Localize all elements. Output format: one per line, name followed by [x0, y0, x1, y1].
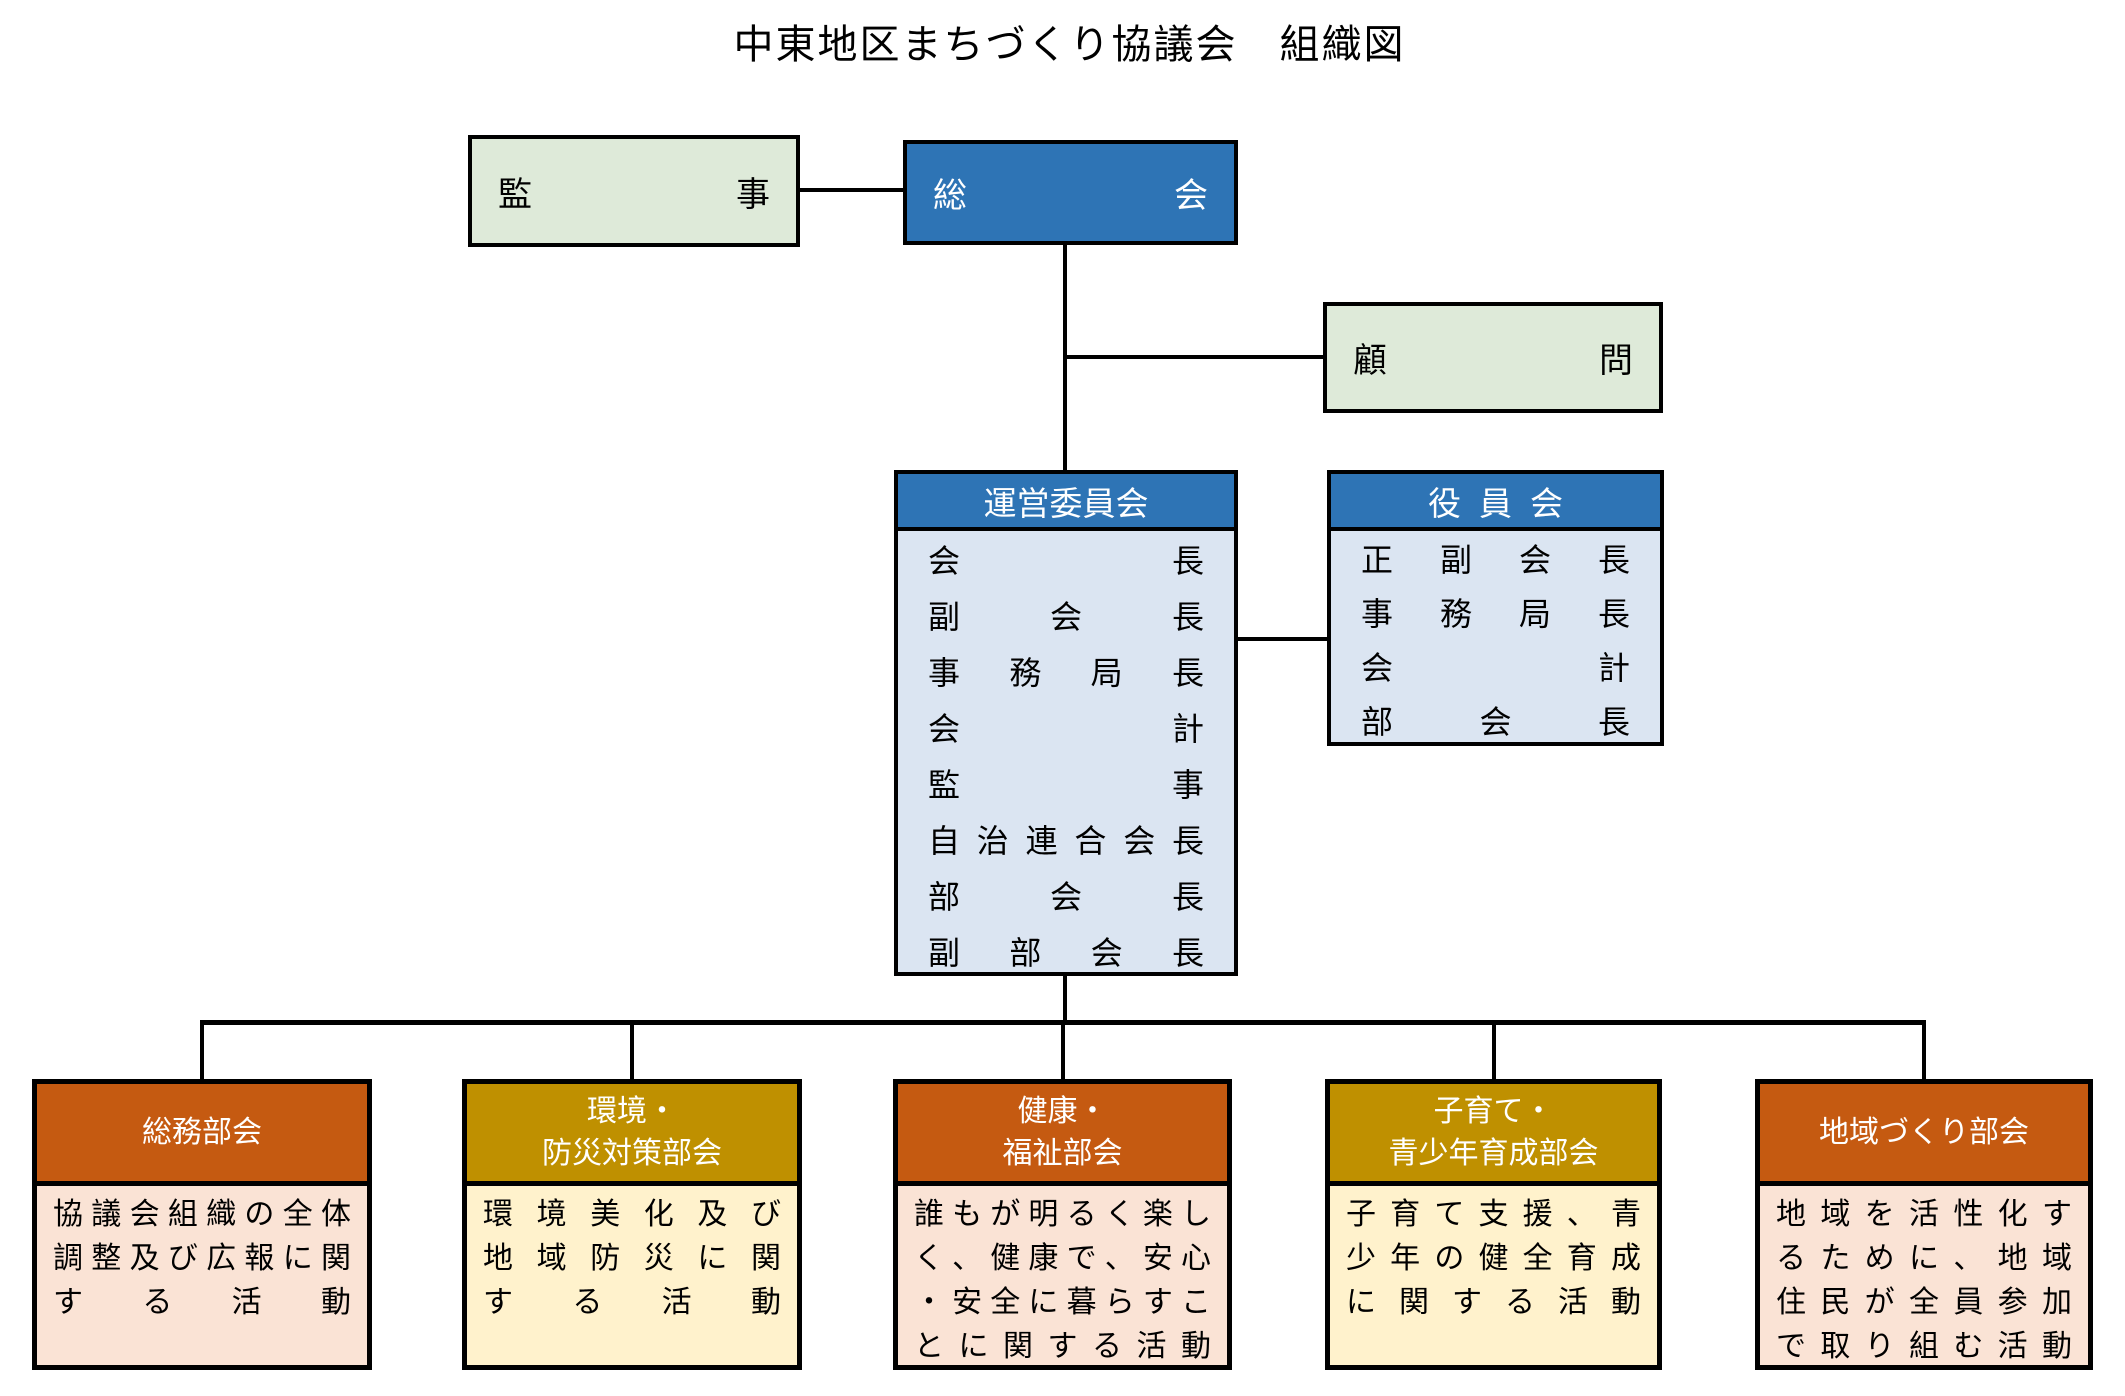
- desc-line: とに関する活動: [914, 1330, 1211, 1363]
- subcommittee-soumu-title: 総務部会: [37, 1084, 367, 1186]
- connector-drop-soumu: [200, 1022, 204, 1079]
- subcommittee-chiiki-title: 地域づくり部会: [1760, 1084, 2088, 1186]
- yakuin-member: 正副会長: [1361, 542, 1630, 578]
- subcommittee-soumu: 総務部会 協議会組織の全体 調整及び広報に関 する活動: [32, 1079, 372, 1370]
- unei-member: 会計: [928, 711, 1204, 747]
- subcommittee-kosodate: 子育て・ 青少年育成部会 子育て支援、青 少年の健全育成 に関する活動: [1325, 1079, 1662, 1370]
- yakuin-member: 会計: [1361, 650, 1630, 686]
- desc-line: 地域防災に関: [483, 1242, 781, 1275]
- subcommittee-chiiki: 地域づくり部会 地域を活性化す るために、地域 住民が全員参加 で取り組む活動: [1755, 1079, 2093, 1370]
- node-yakuin-kai: 役員会 正副会長 事務局長 会計 部会長: [1327, 470, 1664, 746]
- node-kanji-label: 監事: [498, 175, 770, 214]
- desc-line: 誰もが明るく楽し: [914, 1198, 1211, 1231]
- node-yakuin-header: 役員会: [1331, 474, 1660, 531]
- connector-drop-kosodate: [1492, 1024, 1496, 1079]
- connector-komon-branch: [1065, 355, 1323, 359]
- desc-line: 協議会組織の全体: [53, 1198, 351, 1231]
- desc-line: ・安全に暮らすこ: [914, 1286, 1211, 1319]
- subcommittee-kankyo-title: 環境・ 防災対策部会: [467, 1084, 797, 1186]
- node-soukai: 総会: [903, 140, 1238, 245]
- unei-member: 部会長: [928, 879, 1204, 915]
- node-unei-body: 会長 副会長 事務局長 会計 監事 自治連合会長 部会長 副部会長: [898, 531, 1234, 979]
- connector-drop-kankyo: [630, 1024, 634, 1079]
- yakuin-member: 部会長: [1361, 704, 1630, 740]
- desc-line: [53, 1321, 351, 1365]
- connector-drop-kenkou: [1061, 1024, 1065, 1079]
- unei-member: 会長: [928, 543, 1204, 579]
- desc-line: する活動: [53, 1286, 351, 1319]
- node-yakuin-body: 正副会長 事務局長 会計 部会長: [1331, 531, 1660, 747]
- yakuin-member: 事務局長: [1361, 596, 1630, 632]
- desc-line: 地域を活性化す: [1776, 1198, 2072, 1231]
- subcommittee-chiiki-desc: 地域を活性化す るために、地域 住民が全員参加 で取り組む活動: [1760, 1186, 2088, 1365]
- unei-member: 事務局長: [928, 655, 1204, 691]
- desc-line: く、健康で、安心: [914, 1242, 1211, 1275]
- desc-line: 調整及び広報に関: [53, 1242, 351, 1275]
- subcommittee-kenkou-desc: 誰もが明るく楽し く、健康で、安心 ・安全に暮らすこ とに関する活動: [898, 1186, 1227, 1365]
- node-soukai-label: 総会: [933, 177, 1208, 215]
- connector-unei-bus: [1063, 975, 1067, 1022]
- desc-line: [1346, 1321, 1641, 1365]
- subcommittee-soumu-desc: 協議会組織の全体 調整及び広報に関 する活動: [37, 1186, 367, 1365]
- connector-unei-yakuin: [1238, 637, 1327, 641]
- desc-line: 子育て支援、青: [1346, 1198, 1641, 1231]
- chart-title: 中東地区まちづくり協議会 組織図: [733, 23, 1406, 67]
- desc-line: 住民が全員参加: [1776, 1286, 2072, 1319]
- desc-line: で取り組む活動: [1776, 1330, 2072, 1363]
- connector-drop-chiiki: [1922, 1022, 1926, 1079]
- node-komon: 顧問: [1323, 302, 1663, 413]
- connector-bus: [200, 1020, 1926, 1025]
- unei-member: 副部会長: [928, 935, 1204, 971]
- subcommittee-kosodate-title: 子育て・ 青少年育成部会: [1330, 1084, 1657, 1186]
- subcommittee-kenkou-title: 健康・ 福祉部会: [898, 1084, 1227, 1186]
- node-kanji: 監事: [468, 135, 800, 247]
- node-komon-label: 顧問: [1353, 342, 1633, 380]
- subcommittee-kenkou-fukushi: 健康・ 福祉部会 誰もが明るく楽し く、健康で、安心 ・安全に暮らすこ とに関す…: [893, 1079, 1232, 1370]
- desc-line: 少年の健全育成: [1346, 1242, 1641, 1275]
- desc-line: 環境美化及び: [483, 1198, 781, 1231]
- subcommittee-kosodate-desc: 子育て支援、青 少年の健全育成 に関する活動: [1330, 1186, 1657, 1365]
- unei-member: 副会長: [928, 599, 1204, 635]
- node-unei-header: 運営委員会: [898, 474, 1234, 531]
- node-unei-iinkai: 運営委員会 会長 副会長 事務局長 会計 監事 自治連合会長 部会長 副部会長: [894, 470, 1238, 976]
- desc-line: [483, 1321, 781, 1365]
- subcommittee-kankyo-desc: 環境美化及び 地域防災に関 する活動: [467, 1186, 797, 1365]
- unei-member: 監事: [928, 767, 1204, 803]
- connector-kanji-soukai: [798, 188, 903, 192]
- unei-member: 自治連合会長: [928, 823, 1204, 859]
- desc-line: する活動: [483, 1286, 781, 1319]
- desc-line: るために、地域: [1776, 1242, 2072, 1275]
- desc-line: に関する活動: [1346, 1286, 1641, 1319]
- subcommittee-kankyo-bousai: 環境・ 防災対策部会 環境美化及び 地域防災に関 する活動: [462, 1079, 802, 1370]
